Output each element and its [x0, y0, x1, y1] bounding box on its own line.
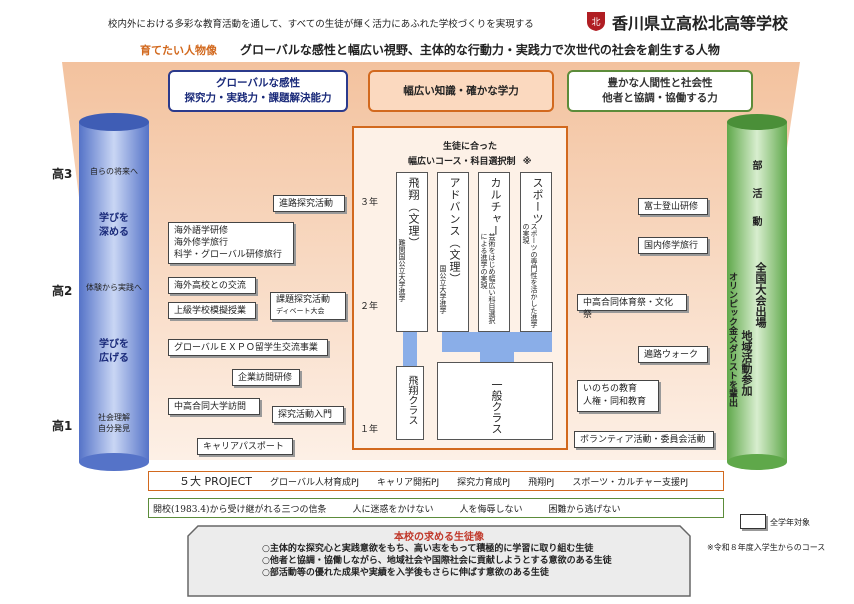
box-shinro: 進路探究活動: [273, 195, 345, 212]
course-advance[interactable]: アドバンス（文理） 国公立大学進学: [437, 172, 469, 332]
left-deepen: 学びを深める: [99, 213, 129, 238]
box-kadai: 課題探究活動 ディベート大会: [270, 292, 346, 320]
grade-1-label: 高1: [52, 419, 73, 433]
svg-text:北: 北: [591, 17, 600, 28]
class-hisho[interactable]: 飛翔クラス: [396, 366, 424, 440]
creed-item: 困難から逃げない: [548, 504, 621, 515]
left-middle-text: 体験から実践へ: [86, 283, 142, 292]
project-bar: ５大 PROJECT グローバル人材育成PJ キャリア開拓PJ 探究力育成PJ …: [148, 471, 724, 491]
goal-knowledge: 幅広い知識・確かな学力: [368, 70, 554, 112]
box-taiiku: 中高合同体育祭・文化祭: [577, 294, 687, 320]
class-general[interactable]: 一般クラス: [437, 362, 553, 440]
box-expo: グローバルＥＸＰＯ留学生交流事業: [168, 339, 328, 356]
box-kaigai: 海外語学研修 海外修学旅行 科学・グローバル研修旅行: [168, 222, 294, 264]
box-kigyo: 企業訪問研修: [232, 369, 300, 386]
box-career: キャリアパスポート: [197, 438, 293, 455]
creed-intro: 開校(1983.4)から受け継がれる三つの信条: [153, 504, 327, 515]
left-top-text: 自らの将来へ: [90, 167, 138, 176]
box-daigaku: 中高合同大学訪問: [168, 398, 260, 415]
goal-global: グローバルな感性探究力・実践力・課題解決能力: [168, 70, 348, 112]
box-nyumon: 探究活動入門: [272, 406, 344, 423]
school-crest-icon: 北: [586, 10, 606, 32]
box-inochi: いのちの教育 人権・同和教育: [577, 380, 659, 412]
goal-humanity: 豊かな人間性と社会性他者と協調・協働する力: [567, 70, 753, 112]
club-label: 部活動: [750, 160, 761, 244]
wanted-item: ○主体的な探究心と実践意欲をもち、高い志をもって積極的に学習に取り組む生徒: [262, 544, 594, 554]
grade-3-label: 高3: [52, 167, 73, 181]
wanted-frame: [187, 525, 691, 597]
wanted-item: ○部活動等の優れた成果や実績を入学後もさらに伸ばす意欲のある生徒: [262, 568, 549, 578]
ideal-text: グローバルな感性と幅広い視野、主体的な行動力・実践力で次世代の社会を創生する人物: [240, 43, 720, 57]
creed-item: 人を侮辱しない: [459, 504, 523, 515]
year-2-label: ２年: [360, 302, 379, 312]
ideal-label: 育てたい人物像: [140, 44, 217, 57]
wanted-list: ○主体的な探究心と実践意欲をもち、高い志をもって積極的に学習に取り組む生徒 ○他…: [262, 543, 612, 579]
course-sports[interactable]: スポーツ スポーツの専門性を活かした進学の実現: [520, 172, 552, 332]
box-koryu: 海外高校との交流: [168, 277, 256, 294]
right-line-1: 全国大会出場: [754, 262, 767, 328]
right-line-3: オリンピック金メダリストを輩出: [727, 272, 737, 407]
legend-all-grades: 全学年対象: [770, 518, 810, 527]
right-cylinder: [727, 114, 787, 470]
box-volunteer: ボランティア活動・委員会活動: [574, 431, 714, 448]
left-cylinder: [79, 113, 149, 471]
left-bottom-text: 社会理解自分発見: [98, 413, 130, 433]
legend-note: ※令和８年度入学生からのコース: [707, 543, 826, 552]
connector-general: [442, 332, 552, 352]
creed-bar: 開校(1983.4)から受け継がれる三つの信条 人に迷惑をかけない 人を侮辱しな…: [148, 498, 724, 518]
grade-2-label: 高2: [52, 284, 73, 298]
legend-box-icon: [740, 514, 766, 529]
project-item: グローバル人材育成PJ: [270, 477, 360, 488]
wanted-title: 本校の求める生徒像: [394, 532, 484, 543]
year-1-label: １年: [360, 425, 379, 435]
course-title-2: 幅広いコース・科目選択制 ※: [408, 157, 532, 167]
project-title: ５大 PROJECT: [179, 475, 253, 488]
right-line-2: 地域活動参加: [740, 330, 753, 396]
course-hisho[interactable]: 飛翔（文理） 難関国公立大学進学: [396, 172, 428, 332]
slogan: 校内外における多彩な教育活動を通して、すべての生徒が輝く活力にあふれた学校づくり…: [108, 19, 534, 30]
box-enshi: 遍路ウォーク: [638, 346, 708, 363]
course-title-1: 生徒に合った: [442, 142, 497, 152]
project-item: キャリア開拓PJ: [377, 477, 440, 488]
connector-hisho: [403, 332, 417, 366]
wanted-item: ○他者と協調・協働しながら、地域社会や国際社会に貢献しようとする意欲のある生徒: [262, 556, 612, 566]
left-expand: 学びを広げる: [99, 339, 129, 364]
project-item: 探究力育成PJ: [457, 477, 511, 488]
box-kokunai: 国内修学旅行: [638, 237, 708, 254]
project-item: 飛翔PJ: [528, 477, 555, 488]
creed-item: 人に迷惑をかけない: [352, 504, 434, 515]
box-jokyu: 上級学校模擬授業: [168, 302, 256, 319]
course-culture[interactable]: カルチャー 芸術をはじめ幅広い科目選択による進学の実現: [478, 172, 510, 332]
year-3-label: ３年: [360, 198, 379, 208]
project-item: スポーツ・カルチャー支援PJ: [572, 477, 689, 488]
school-name: 香川県立高松北高等学校: [612, 14, 789, 33]
box-fuji: 富士登山研修: [638, 198, 708, 215]
